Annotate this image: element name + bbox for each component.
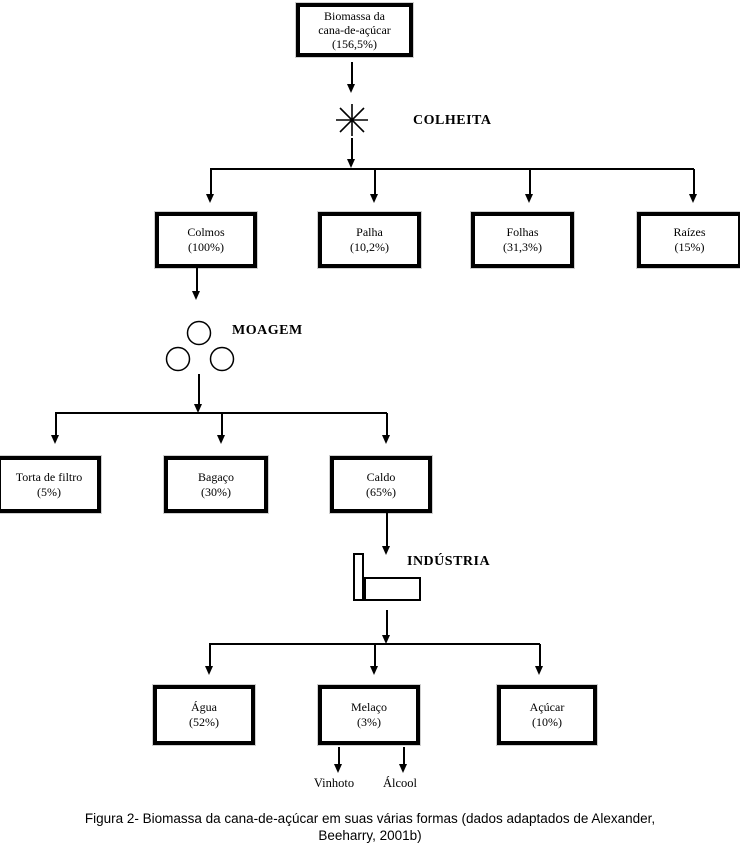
node-value: (10,2%): [350, 240, 389, 254]
node-label: Palha: [356, 225, 383, 239]
node-melaco: Melaço (3%): [317, 684, 421, 746]
node-label: Folhas: [506, 225, 539, 239]
node-label: Biomassa da: [324, 9, 385, 23]
node-value: (65%): [366, 484, 396, 499]
connector-line: [386, 513, 388, 546]
arrowhead: [382, 435, 390, 444]
node-folhas: Folhas (31,3%): [470, 211, 575, 269]
arrowhead: [689, 194, 697, 203]
arrowhead: [217, 435, 225, 444]
arrowhead: [334, 764, 342, 773]
node-value: (30%): [201, 484, 231, 499]
branch-line: [210, 168, 694, 170]
connector-line: [374, 644, 376, 666]
node-label: Melaço: [351, 700, 387, 714]
connector-line: [196, 268, 198, 291]
connector-line: [539, 644, 541, 666]
node-acucar: Açúcar (10%): [496, 684, 598, 746]
node-caldo: Caldo (65%): [329, 455, 433, 514]
arrowhead: [347, 159, 355, 168]
arrowhead: [205, 666, 213, 675]
arrowhead: [382, 546, 390, 555]
arrowhead: [192, 291, 200, 300]
node-bagaco: Bagaço (30%): [163, 455, 269, 514]
node-value: (31,3%): [503, 240, 542, 254]
connector-line: [693, 169, 695, 194]
harvest-star-icon: [336, 104, 368, 136]
arrowhead: [206, 194, 214, 203]
node-label: Açúcar: [529, 700, 565, 714]
industry-icon: [364, 577, 421, 601]
node-label: Raízes: [673, 225, 706, 239]
node-label: cana-de-açúcar: [318, 23, 391, 37]
node-value: (100%): [188, 240, 224, 254]
node-biomassa: Biomassa da cana-de-açúcar (156,5%): [295, 2, 414, 58]
node-agua: Água (52%): [152, 684, 256, 746]
connector-line: [55, 413, 57, 435]
stage-label-industria: INDÚSTRIA: [407, 554, 491, 569]
arrowhead: [370, 666, 378, 675]
connector-line: [221, 413, 223, 435]
arrowhead: [194, 404, 202, 413]
node-value: (5%): [37, 484, 61, 499]
connector-line: [386, 413, 388, 435]
node-label: Torta de filtro: [15, 469, 83, 484]
node-value: (156,5%): [332, 37, 377, 51]
node-value: (10%): [532, 715, 562, 729]
arrowhead: [370, 194, 378, 203]
connector-line: [209, 644, 211, 666]
arrowhead: [347, 84, 355, 93]
arrowhead: [51, 435, 59, 444]
output-label-vinhoto: Vinhoto: [313, 776, 355, 790]
node-value: (3%): [357, 715, 381, 729]
node-label: Caldo: [366, 469, 396, 484]
node-torta-de-filtro: Torta de filtro (5%): [0, 455, 102, 514]
node-label: Bagaço: [198, 469, 234, 484]
connector-line: [338, 747, 340, 764]
branch-line: [55, 412, 387, 414]
connector-line: [403, 747, 405, 764]
milling-circles-icon: [165, 320, 235, 372]
figure-caption: Figura 2- Biomassa da cana-de-açúcar em …: [0, 810, 740, 844]
node-colmos: Colmos (100%): [154, 211, 258, 269]
node-label: Colmos: [187, 225, 225, 239]
node-label: Água: [191, 700, 217, 714]
node-palha: Palha (10,2%): [317, 211, 422, 269]
connector-line: [529, 169, 531, 194]
arrowhead: [382, 635, 390, 644]
arrowhead: [535, 666, 543, 675]
industry-icon: [353, 553, 364, 601]
node-value: (15%): [674, 240, 705, 254]
stage-label-colheita: COLHEITA: [413, 113, 492, 128]
figure-caption-line1: Figura 2- Biomassa da cana-de-açúcar em …: [84, 811, 656, 826]
connector-line: [210, 169, 212, 194]
connector-line: [374, 169, 376, 194]
stage-label-moagem: MOAGEM: [232, 323, 303, 338]
connector-line: [351, 138, 353, 159]
connector-line: [351, 62, 353, 84]
node-value: (52%): [189, 715, 219, 729]
node-raizes: Raízes (15%): [636, 211, 740, 269]
figure-caption-line2: Beeharry, 2001b): [318, 828, 422, 843]
connector-line: [386, 610, 388, 635]
connector-line: [198, 374, 200, 404]
output-label-alcool: Álcool: [382, 776, 418, 790]
arrowhead: [399, 764, 407, 773]
branch-line: [209, 643, 540, 645]
arrowhead: [525, 194, 533, 203]
